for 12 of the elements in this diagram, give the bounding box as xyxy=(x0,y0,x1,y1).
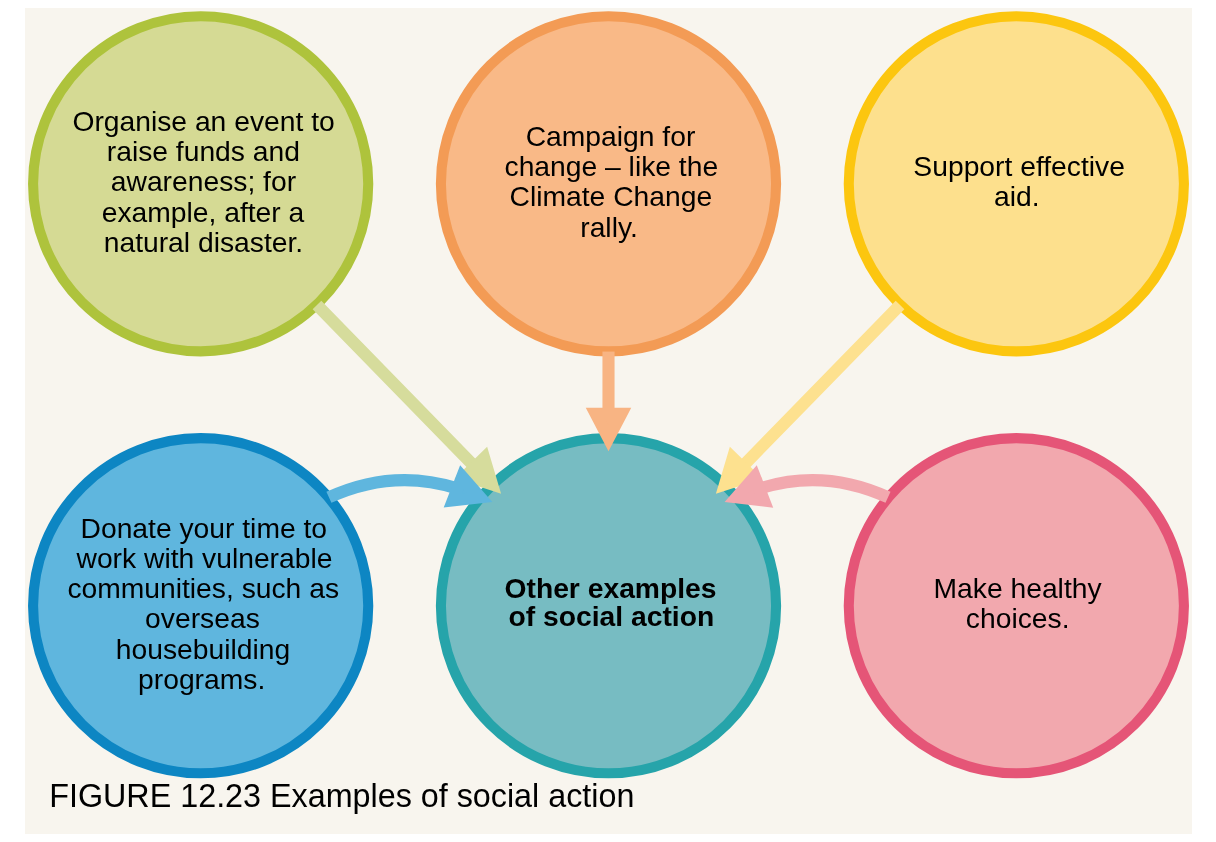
arrow xyxy=(585,351,631,452)
caption: FIGURE 12.23 Examples of social action xyxy=(48,778,634,815)
node-circle: Campaign for change – like the Climate Change rally. xyxy=(435,11,781,357)
arrow xyxy=(312,300,501,494)
node-circle: Other examples of social action xyxy=(435,433,781,779)
node-circle: Donate your time to work with vulnerable communities, such as overseas housebuilding programs. xyxy=(27,433,373,779)
node-circle: Make healthy choices. xyxy=(843,433,1189,779)
arrow xyxy=(326,465,492,508)
node-circle: Support effective aid. xyxy=(843,11,1189,357)
node-circle: Organise an event to raise funds and awareness; for example, after a natural disaster. xyxy=(27,11,373,357)
arrow xyxy=(715,300,904,494)
arrow xyxy=(724,465,890,508)
